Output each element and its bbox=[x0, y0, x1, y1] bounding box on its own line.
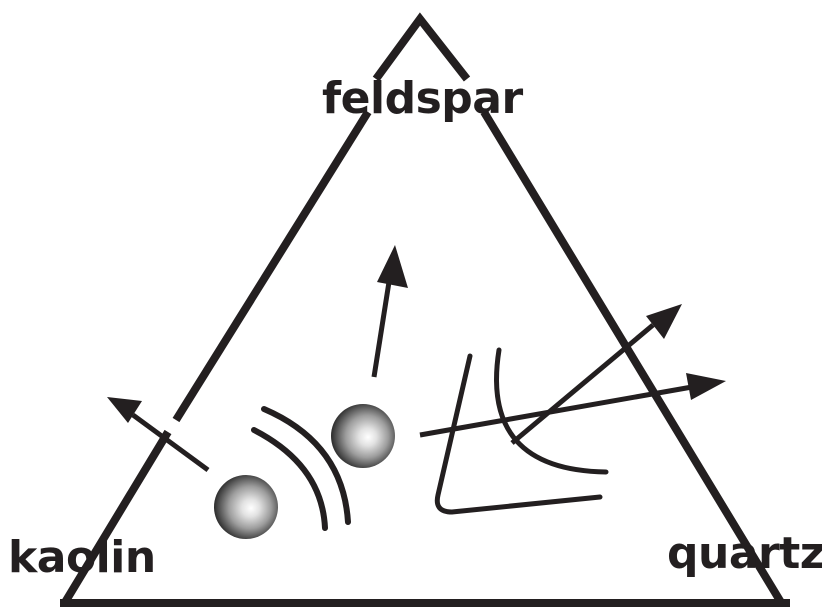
triangle-left-lower-edge bbox=[60, 429, 172, 607]
triangle-outline bbox=[60, 12, 790, 607]
wave-arcs bbox=[251, 406, 351, 531]
arrow-diagonal-shaft bbox=[510, 323, 655, 445]
sphere-left bbox=[214, 475, 278, 539]
trend-curves bbox=[434, 347, 609, 515]
sphere-right bbox=[331, 404, 395, 468]
trend-curve-inner bbox=[494, 347, 609, 475]
arrows bbox=[107, 245, 726, 473]
arrow-diagonal-head bbox=[646, 304, 682, 339]
trend-curve-outer bbox=[434, 353, 603, 515]
vertex-label-feldspar: feldspar bbox=[322, 73, 523, 124]
arrow-kaolin-shaft bbox=[131, 412, 210, 473]
arrow-quartz-horizontal-head bbox=[686, 373, 726, 400]
wave-arc-outer bbox=[261, 406, 351, 525]
arrow-feldspar-shaft bbox=[371, 281, 392, 378]
vertex-label-quartz: quartz bbox=[667, 528, 822, 579]
vertex-label-kaolin: kaolin bbox=[8, 532, 156, 583]
arrow-kaolin-head bbox=[107, 397, 142, 423]
triangle-left-upper-edge bbox=[172, 109, 372, 423]
triangle-right-edge bbox=[480, 109, 786, 607]
triangle-apex bbox=[372, 12, 471, 82]
arrow-quartz-horizontal-shaft bbox=[419, 384, 693, 438]
arrow-feldspar-head bbox=[377, 245, 408, 288]
wave-arc-middle bbox=[251, 427, 328, 531]
